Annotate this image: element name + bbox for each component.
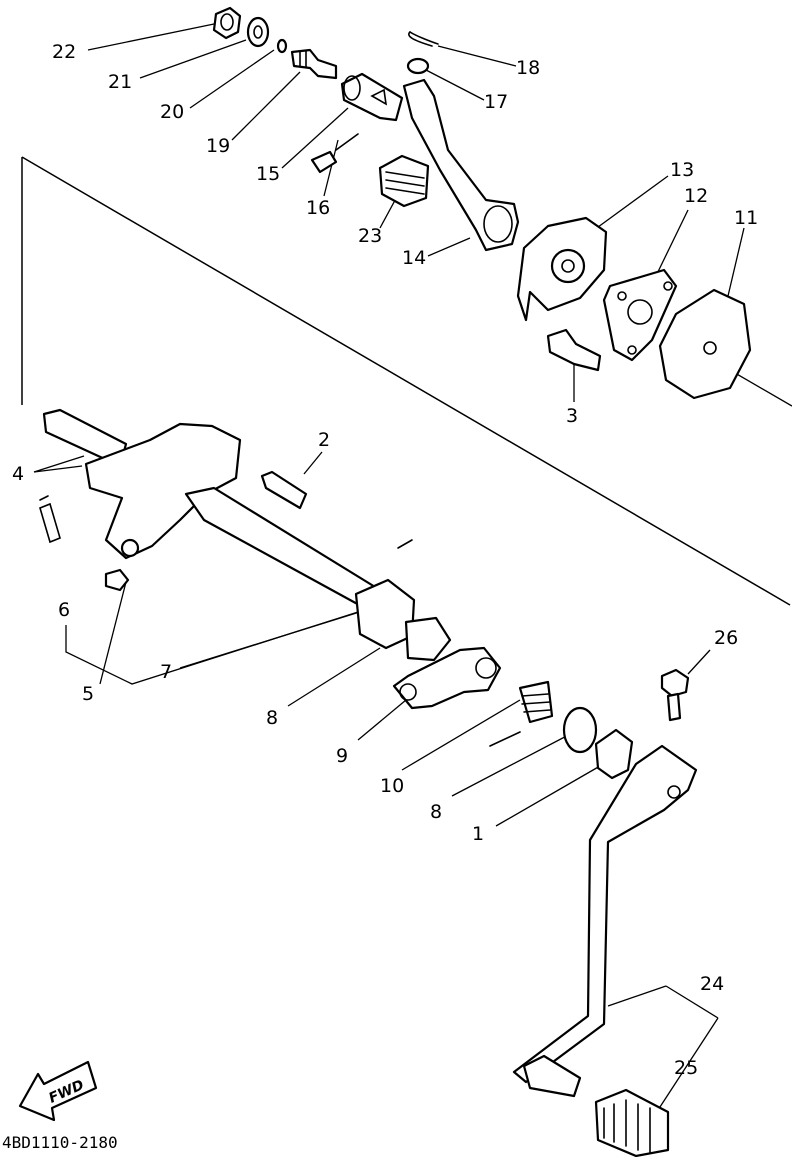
callout-14: 14 [402,247,426,269]
callout-5: 5 [82,683,94,705]
callout-25: 25 [674,1057,698,1079]
spring-part [378,154,430,208]
small-washer-part [276,38,288,54]
callout-18: 18 [516,57,540,79]
washer-part [246,16,270,48]
bush-part [594,728,634,780]
return-spring-part [489,680,554,747]
shift-pedal-part [512,744,698,1098]
callout-23: 23 [358,225,382,247]
callout-7: 7 [160,661,172,683]
pedal-rubber-part [594,1088,670,1157]
callout-13: 13 [670,159,694,181]
clip-washer-part [406,57,430,75]
assembly-frame [21,156,791,606]
segment-part [658,288,752,400]
callout-1: 1 [472,823,484,845]
nut-part [212,6,242,40]
callout-17: 17 [484,91,508,113]
callout-16: 16 [306,197,330,219]
callout-8a: 8 [266,707,278,729]
leader-lines [33,23,792,1111]
pin-part [310,133,359,174]
callout-21: 21 [108,71,132,93]
shaft-washer-part [562,706,598,754]
callout-10: 10 [380,775,404,797]
stopper-plate-part [516,216,608,322]
segment-plate-part [602,268,678,362]
callout-8b: 8 [430,801,442,823]
callout-22: 22 [52,41,76,63]
callout-3: 3 [566,405,578,427]
sleeve-part [340,72,404,122]
callout-11: 11 [734,207,758,229]
callout-15: 15 [256,163,280,185]
pedal-bolt-part [660,668,690,722]
callout-24: 24 [700,973,724,995]
shift-shaft-part [184,486,452,662]
callout-20: 20 [160,101,184,123]
shift-lever-assembly [42,408,242,592]
callout-4: 4 [12,463,24,485]
callout-9: 9 [336,745,348,767]
shaft-pin-part [546,328,602,372]
cotter-part [408,31,439,47]
torsion-spring-part [39,495,61,544]
callout-2: 2 [318,429,330,451]
shift-arm-part [402,78,520,252]
callout-labels: 22 21 20 19 15 16 18 17 23 14 13 12 11 3… [12,41,758,1079]
diagram-code: 4BD1110-2180 [2,1133,118,1152]
bolt-part [290,48,338,80]
callout-26: 26 [714,627,738,649]
callout-6: 6 [58,599,70,621]
callout-12: 12 [684,185,708,207]
lever-part [392,646,502,710]
fwd-arrow: FWD [18,1060,98,1122]
callout-19: 19 [206,135,230,157]
dowel-part [260,470,308,510]
